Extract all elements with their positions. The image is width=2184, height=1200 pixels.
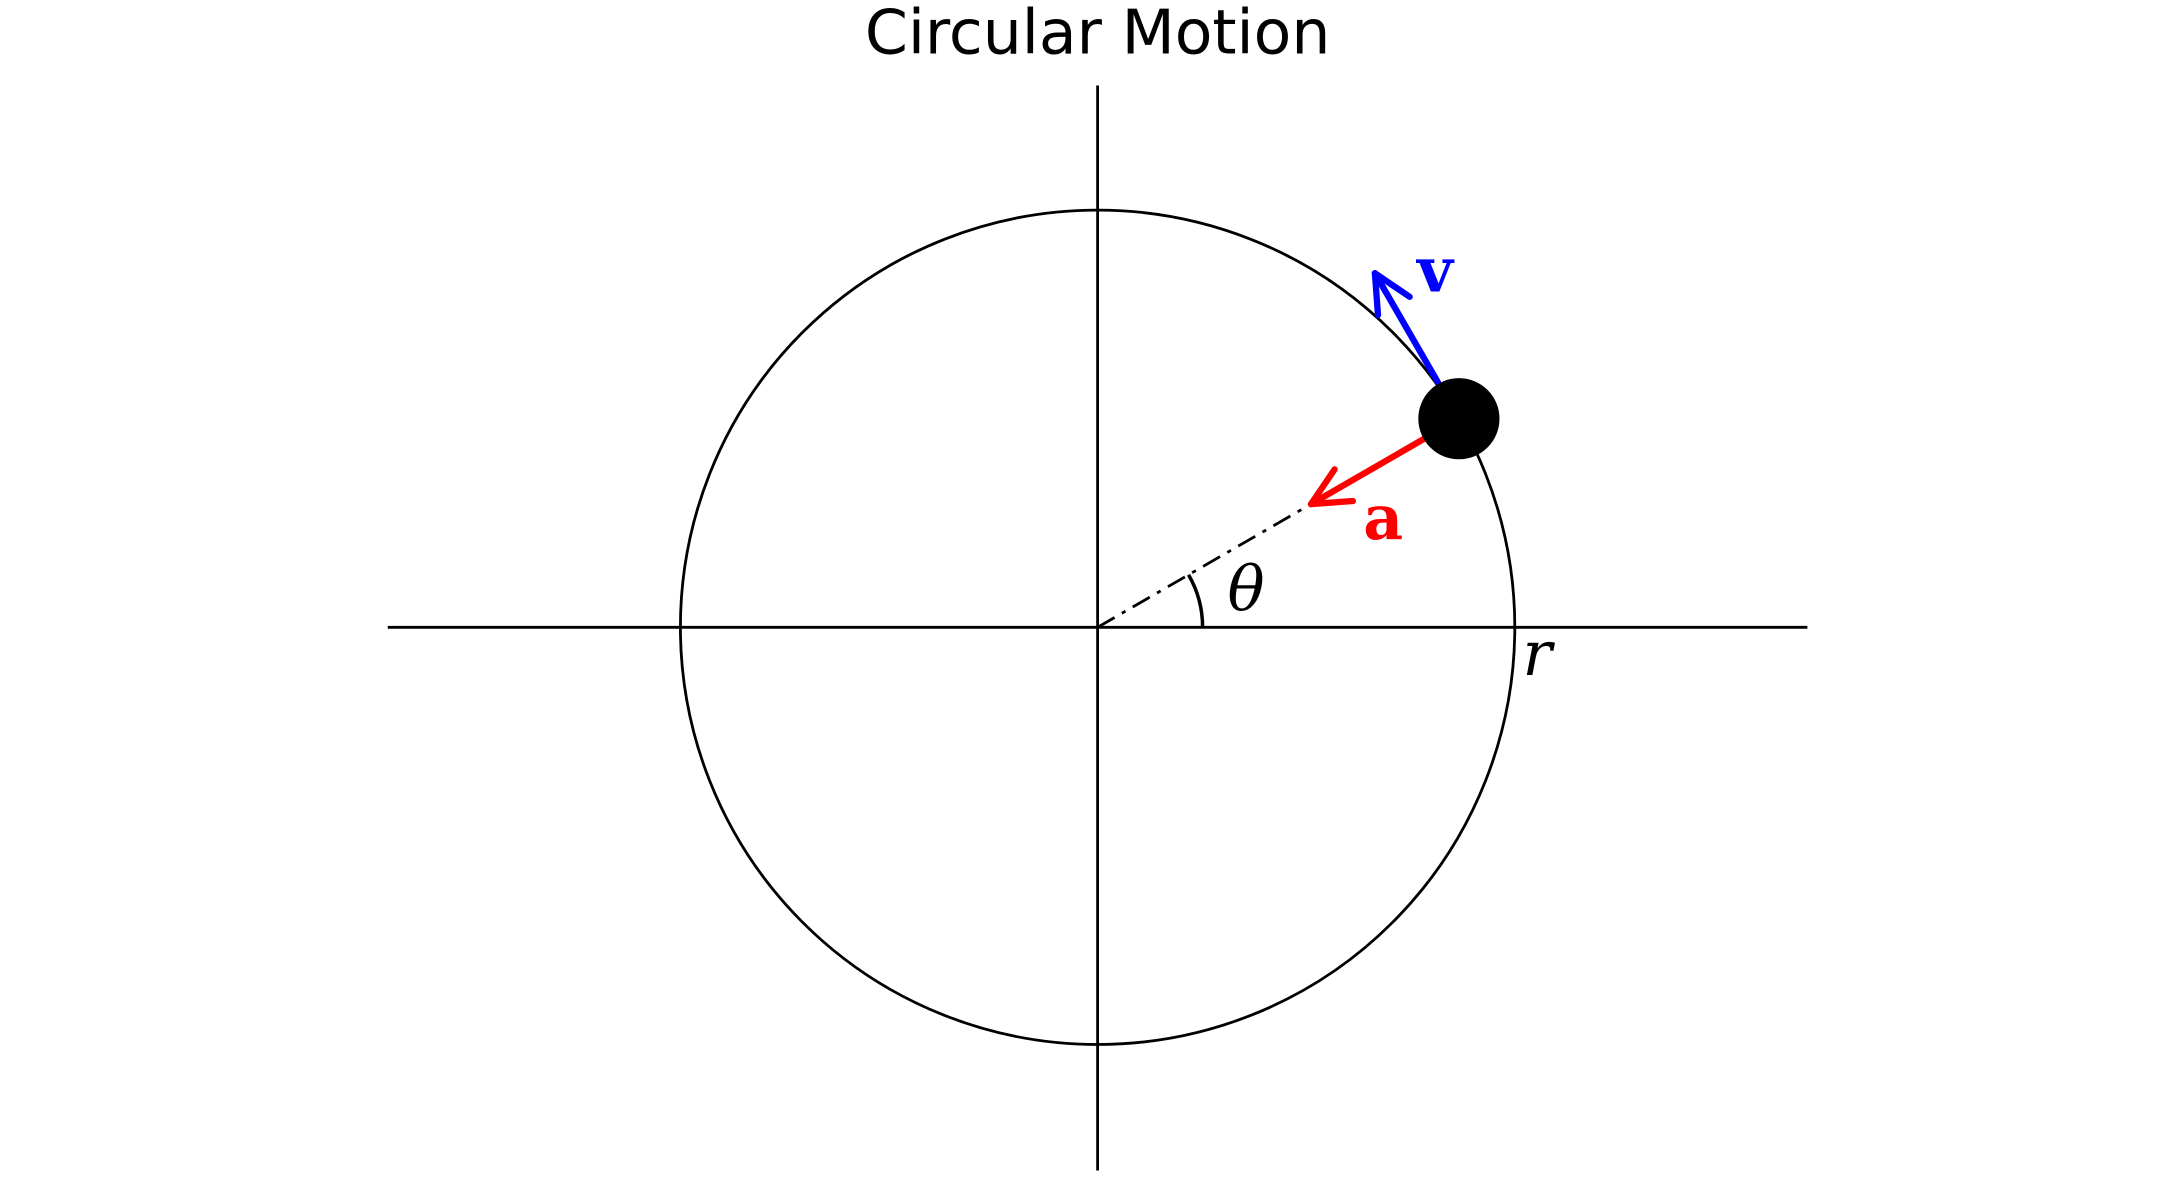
velocity-arrow: [1371, 270, 1442, 386]
angle-label: θ: [1227, 554, 1264, 626]
acceleration-label: a: [1363, 481, 1403, 554]
radius-label: r: [1522, 618, 1555, 690]
orbit-circle: [679, 208, 1517, 1046]
velocity-label: v: [1415, 233, 1455, 306]
diagram-title: Circular Motion: [865, 0, 1331, 68]
acceleration-arrow: [1307, 435, 1427, 508]
moving-particle: [1418, 378, 1500, 460]
radius-dashed-line: [1096, 502, 1312, 629]
angle-arc: [1187, 573, 1205, 628]
